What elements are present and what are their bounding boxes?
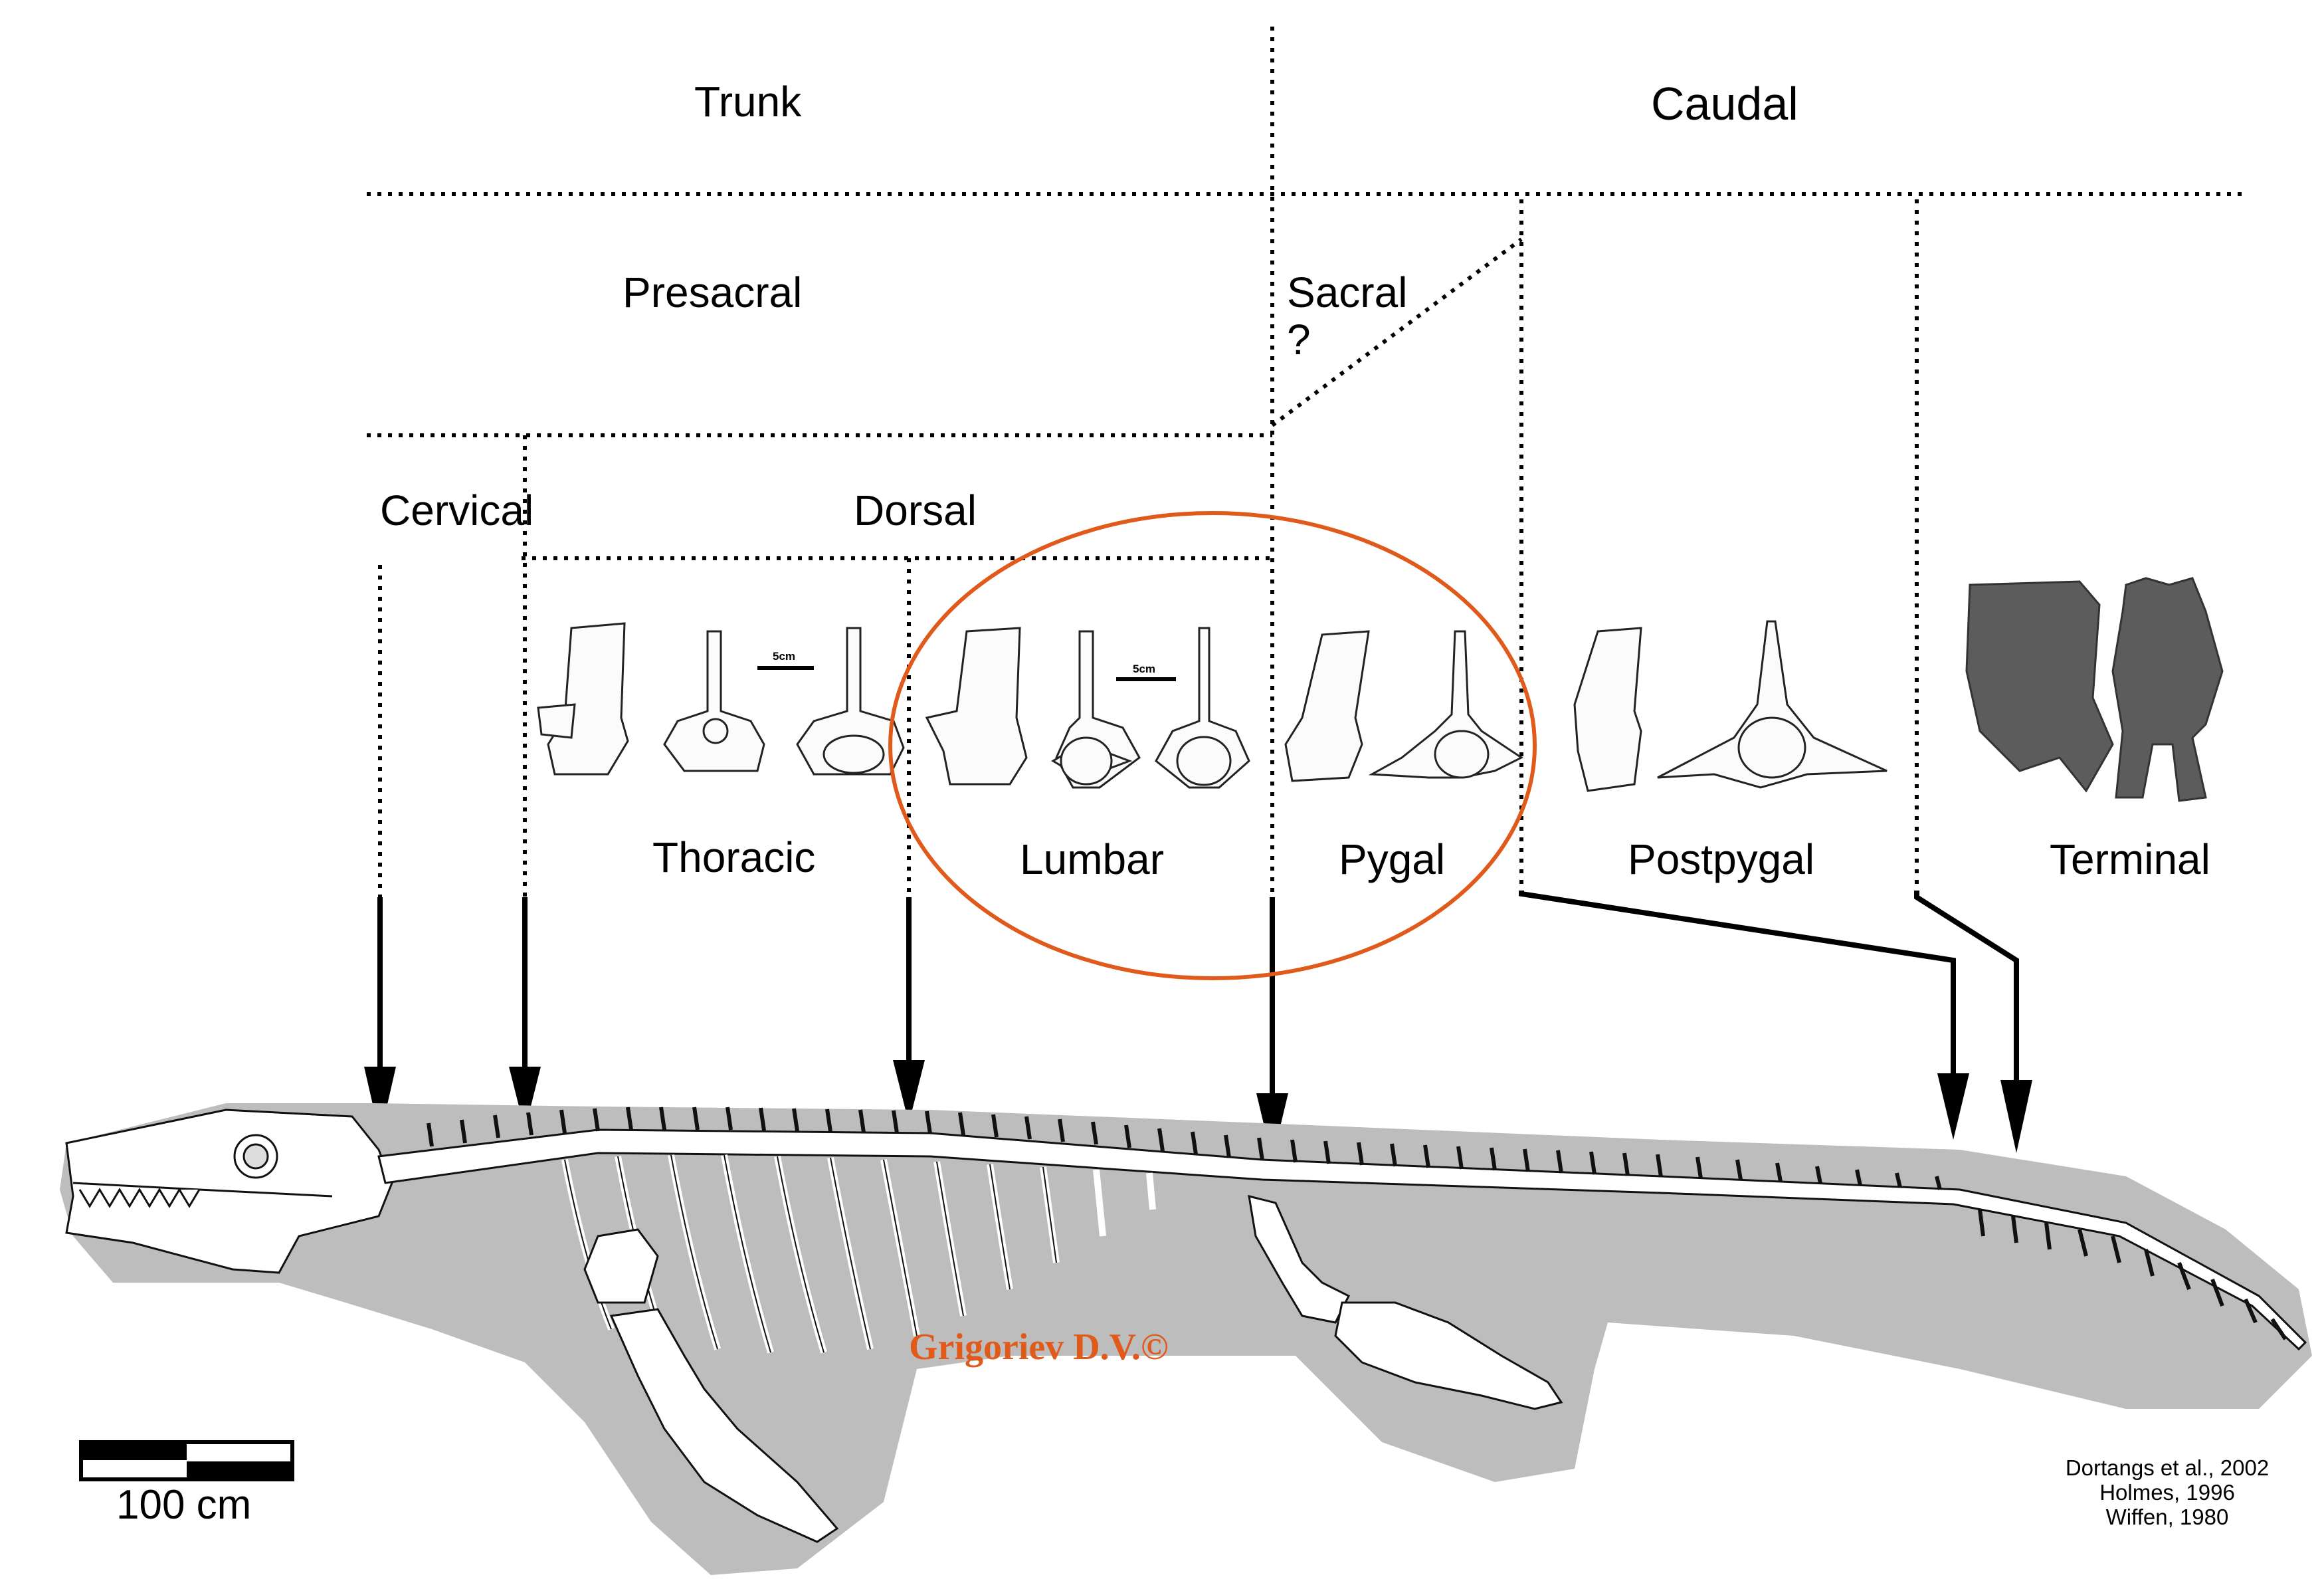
region-arrows xyxy=(377,891,2019,1123)
terminal-label: Terminal xyxy=(2050,835,2210,883)
cervical-label: Cervical xyxy=(380,486,533,534)
hind-flipper xyxy=(1334,1301,1563,1410)
pygal-vertebrae xyxy=(1284,630,1523,782)
scale-bar-label: 100 cm xyxy=(116,1482,251,1528)
mosasaur-skeleton xyxy=(65,1107,2307,1543)
vertebra-illustrations xyxy=(537,577,2224,802)
presacral-label: Presacral xyxy=(623,268,802,316)
sacral-uncertain-mark: ? xyxy=(1287,316,1311,364)
lumbar-vertebrae xyxy=(925,627,1250,789)
caudal-label: Caudal xyxy=(1651,78,1798,130)
postpygal-vertebrae xyxy=(1573,620,1888,792)
citation-1: Dortangs et al., 2002 xyxy=(2066,1455,2269,1480)
thoracic-vertebrae xyxy=(537,622,905,776)
citation-3: Wiffen, 1980 xyxy=(2106,1505,2229,1529)
scale-bar xyxy=(79,1440,294,1481)
postpygal-label: Postpygal xyxy=(1628,835,1814,883)
terminal-vertebrae xyxy=(1965,577,2224,802)
highlight-ellipse xyxy=(888,511,1537,980)
lumbar-scale-label: 5cm xyxy=(1133,663,1155,675)
scapula xyxy=(583,1228,659,1304)
division-lines xyxy=(367,27,2246,897)
sacral-label: Sacral xyxy=(1287,268,1407,316)
front-flipper xyxy=(609,1308,839,1543)
lumbar-label: Lumbar xyxy=(1020,835,1164,883)
watermark: Grigoriev D.V.© xyxy=(909,1327,1169,1368)
trunk-label: Trunk xyxy=(694,78,802,126)
body-silhouette xyxy=(60,1103,2312,1575)
thoracic-label: Thoracic xyxy=(652,833,815,881)
thoracic-scale-label: 5cm xyxy=(773,650,795,663)
pygal-label: Pygal xyxy=(1339,835,1445,883)
citation-2: Holmes, 1996 xyxy=(2099,1480,2235,1505)
dorsal-label: Dorsal xyxy=(854,486,977,534)
citations: Dortangs et al., 2002 Holmes, 1996 Wiffe… xyxy=(2066,1455,2269,1529)
